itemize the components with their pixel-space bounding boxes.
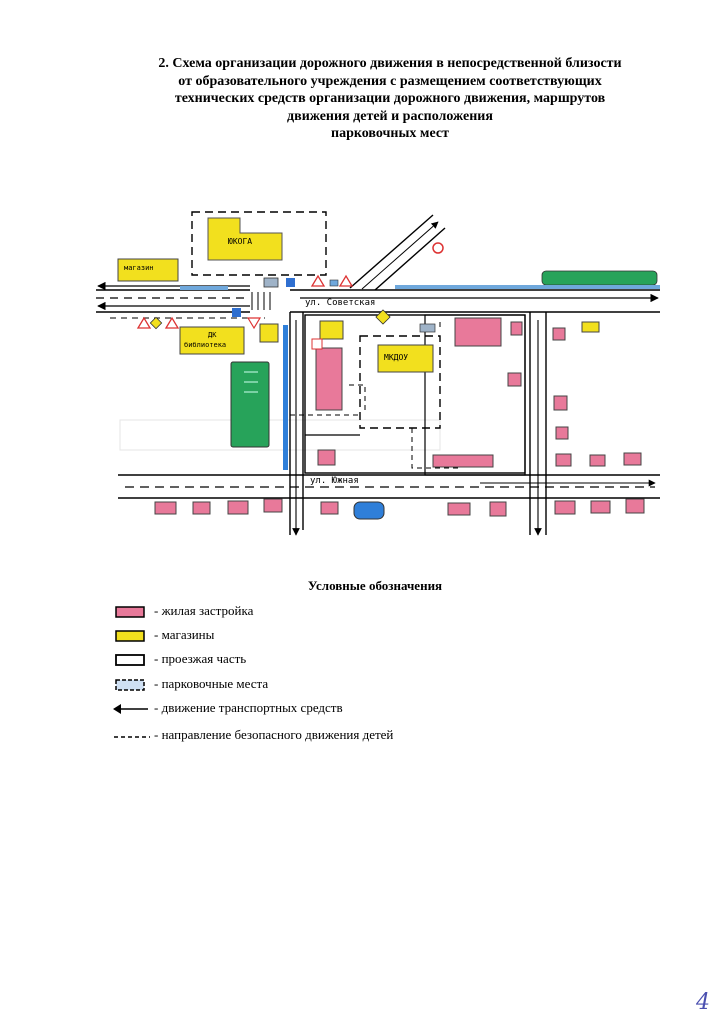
residential-building — [320, 501, 339, 515]
water-body — [353, 501, 385, 520]
street-line — [374, 227, 446, 291]
legend-label: - жилая застройка — [154, 603, 254, 618]
residential-building — [555, 453, 572, 467]
residential-building — [590, 500, 611, 514]
residential-building — [553, 395, 568, 411]
warning-sign-icon — [310, 274, 326, 287]
legend-label: - проезжая часть — [154, 651, 247, 666]
residential-building — [447, 502, 471, 516]
yield-sign-icon — [246, 317, 262, 330]
residential-building — [589, 454, 606, 467]
crosswalk-sign-icon — [286, 278, 295, 287]
residential-block — [424, 314, 526, 476]
residential-building — [554, 500, 576, 515]
parking-zone — [180, 286, 228, 290]
shop-building — [319, 320, 344, 340]
dk-library-building — [179, 326, 245, 355]
street-line — [349, 214, 434, 289]
title-line-1: 2. Схема организации дорожного движения … — [158, 56, 622, 71]
residential-building — [315, 347, 343, 411]
shop-building — [117, 258, 179, 282]
child-route — [290, 322, 460, 469]
street-label-sovetskaya: ул. Советская — [305, 298, 375, 308]
residential-building — [263, 498, 283, 513]
residential-building — [227, 500, 249, 515]
shop-building — [581, 321, 600, 333]
traffic-arrow — [361, 221, 439, 290]
residential-building — [317, 449, 336, 466]
legend-swatch-shops — [115, 630, 145, 642]
title-line-5: парковочных мест — [331, 126, 449, 141]
mkdou-label: МКДОУ — [384, 353, 408, 362]
legend-label: - магазины — [154, 627, 215, 642]
title-line-3: технических средств организации дорожног… — [174, 91, 606, 106]
ukoga-label: ЮКОГА — [228, 237, 252, 246]
park-area — [230, 361, 270, 448]
traffic-scheme-map: ул. Советская ул. Южная ЮКОГА магазин — [96, 211, 660, 536]
crosswalk-sign-icon — [232, 308, 241, 317]
page-title: 2. Схема организации дорожного движения … — [100, 55, 680, 143]
page-number: 4 — [696, 990, 710, 1015]
bleed-through — [119, 419, 441, 451]
traffic-sign-icon — [432, 242, 444, 254]
street-label-yuzhnaya: ул. Южная — [310, 476, 359, 486]
residential-building — [454, 317, 502, 347]
warning-sign-icon — [338, 274, 354, 287]
residential-building — [507, 372, 522, 387]
mkdou-territory — [359, 335, 441, 429]
residential-building — [489, 501, 507, 517]
ukoga-territory — [191, 211, 327, 276]
legend-label: - парковочные места — [154, 676, 269, 691]
residential-building — [552, 327, 566, 341]
residential-building — [555, 426, 569, 440]
dk-label: ДК — [208, 331, 217, 339]
warning-sign-icon — [311, 338, 323, 350]
legend-title: Условные обозначения — [307, 578, 443, 593]
residential-building — [154, 501, 177, 515]
ukoga-building — [207, 217, 283, 261]
residential-building — [625, 498, 645, 514]
title-line-4: движения детей и расположения — [287, 108, 493, 124]
legend-swatch-child-route — [114, 736, 150, 738]
park-area — [541, 270, 658, 286]
title-line-2: от образовательного учреждения с размеще… — [178, 73, 602, 89]
legend-swatch-parking — [115, 679, 145, 691]
parking-spot — [263, 277, 279, 288]
residential-building — [623, 452, 642, 466]
residential-building — [510, 321, 523, 336]
warning-sign-icon — [136, 316, 152, 329]
parking-spot — [329, 279, 339, 287]
warning-sign-icon — [164, 316, 180, 329]
legend-label: - движение транспортных средств — [154, 700, 343, 715]
residential-building — [432, 454, 494, 468]
priority-sign-icon — [375, 309, 391, 325]
library-label: библиотека — [184, 341, 226, 349]
parking-zone — [395, 285, 660, 289]
residential-building — [192, 501, 211, 515]
legend-swatch-roadway — [115, 654, 145, 666]
legend-label: - направление безопасного движения детей — [154, 727, 394, 742]
shop-label: магазин — [124, 264, 154, 272]
parking-spot — [419, 323, 436, 333]
legend-swatch-residential — [115, 606, 145, 618]
parking-zone — [283, 325, 288, 470]
legend-swatch-traffic — [113, 704, 148, 714]
shop-building — [259, 323, 279, 343]
priority-sign-icon — [149, 316, 163, 330]
mkdou-building — [377, 344, 434, 373]
pedestrian-crossing — [251, 292, 271, 310]
